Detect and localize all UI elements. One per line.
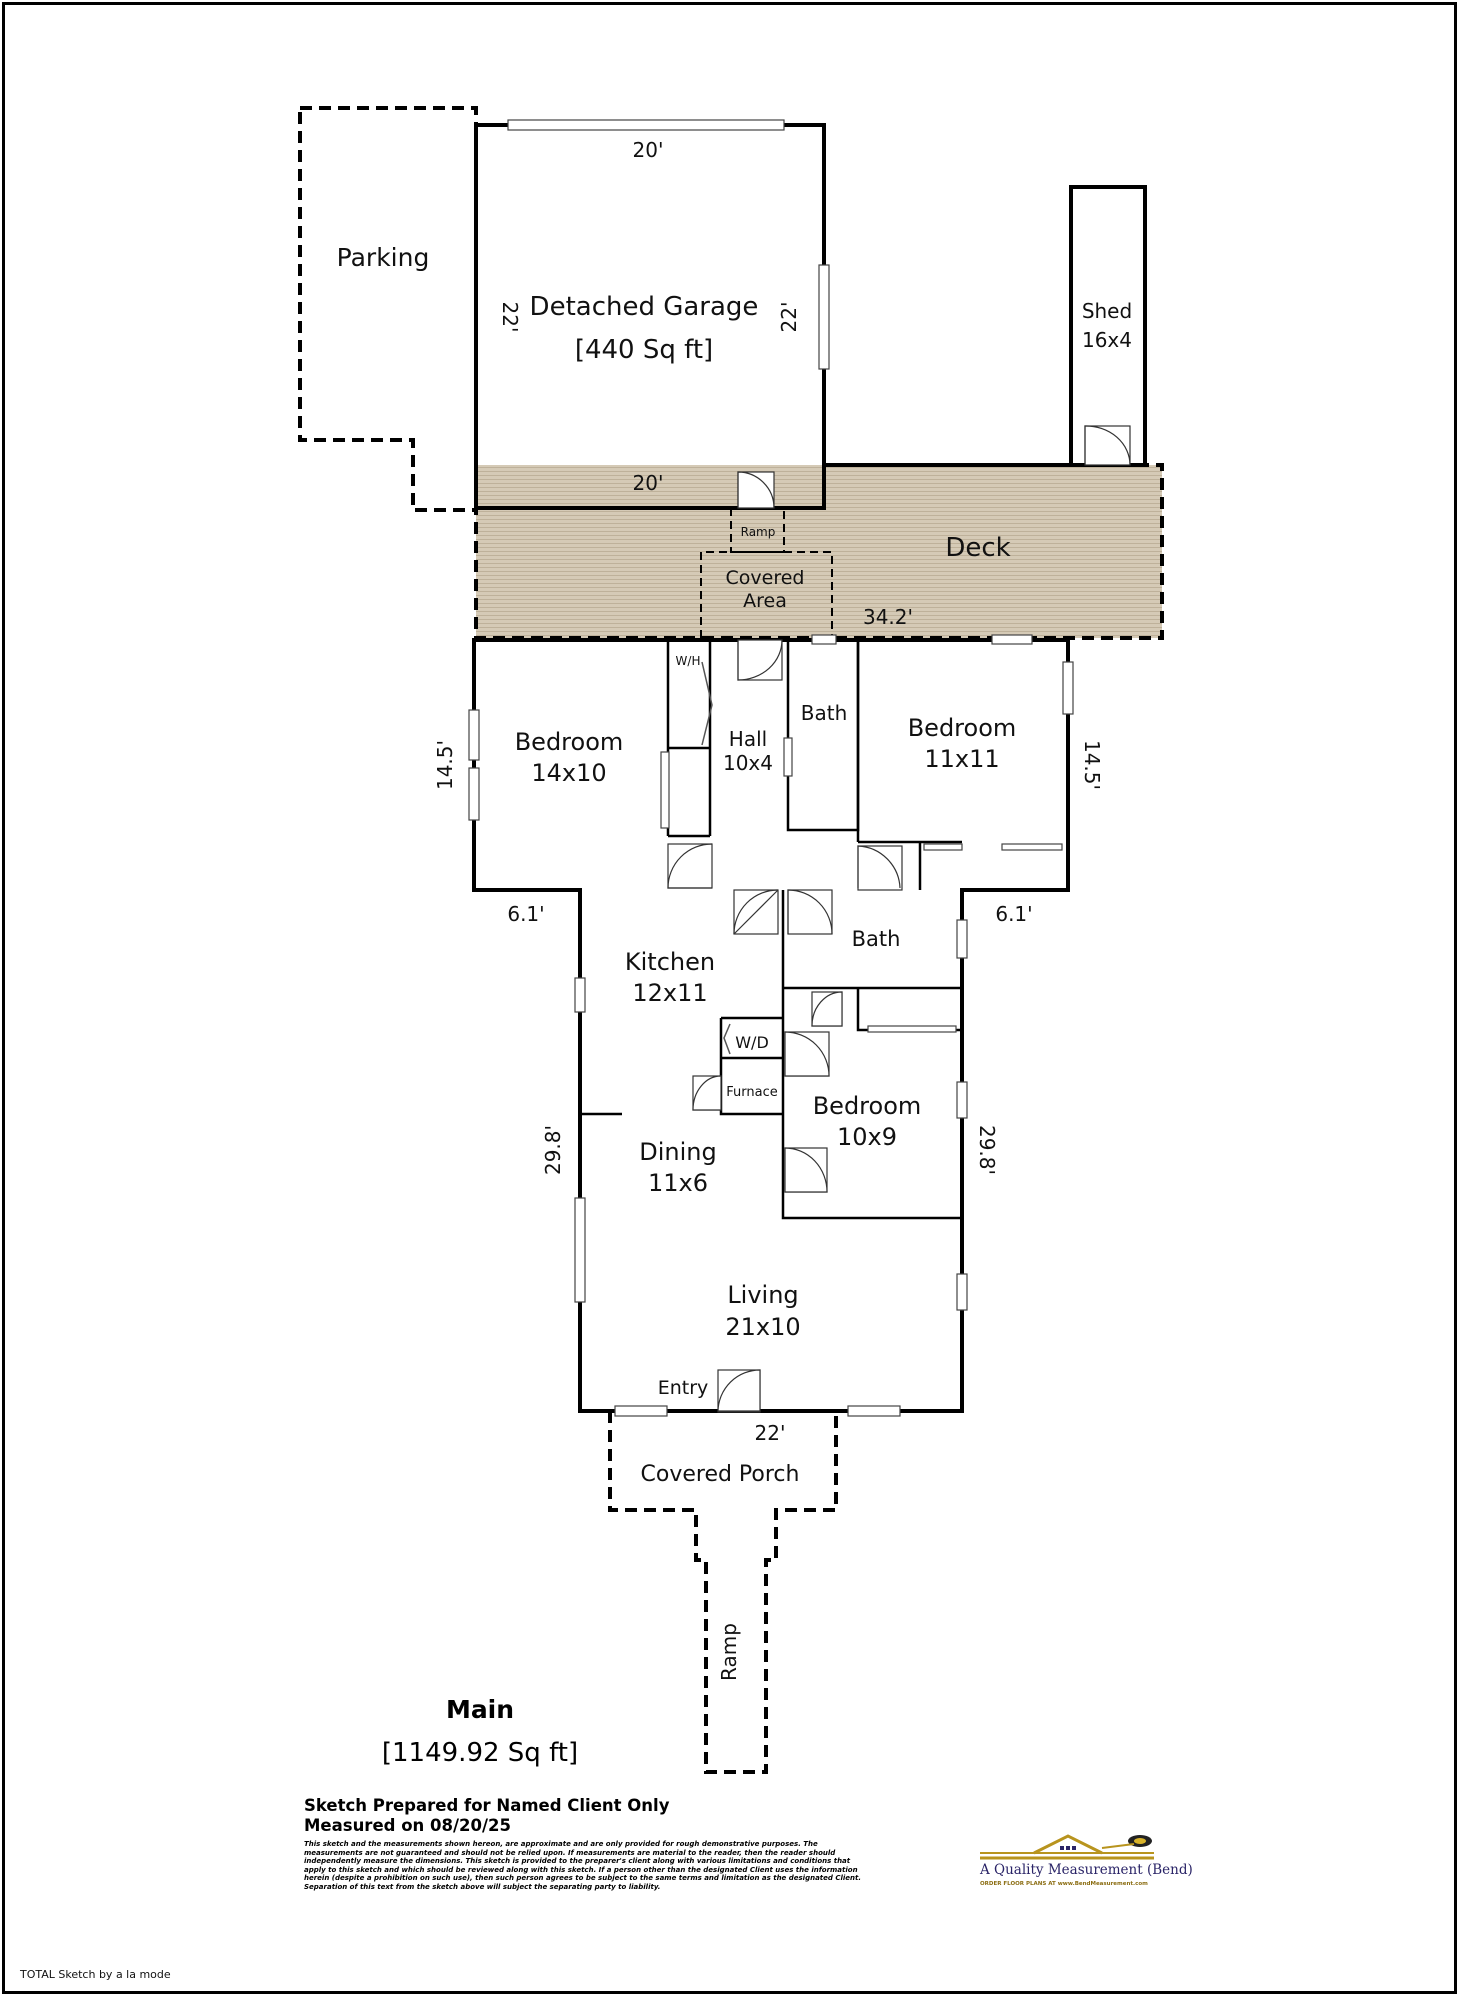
kitchen-size-label: 12x11 (632, 979, 707, 1007)
logo-company-name: A Quality Measurement (Bend) (980, 1862, 1193, 1878)
garage-door-window-top (507, 119, 785, 131)
dim-garage-right: 22' (777, 302, 801, 333)
bedroom-e-door-icon (857, 845, 903, 891)
deck-area (476, 465, 1162, 638)
bedroom-e-name-label: Bedroom (908, 714, 1017, 742)
bedroom-e-size-label: 11x11 (924, 745, 999, 773)
covered-porch-label: Covered Porch (641, 1462, 800, 1487)
entry-label: Entry (658, 1377, 709, 1399)
dim-garage-top: 20' (633, 138, 664, 162)
bedroom-s-door2-icon (784, 1147, 828, 1193)
shed-name-label: Shed (1082, 299, 1132, 323)
bedroom-w-name-label: Bedroom (515, 728, 624, 756)
shed-size-label: 16x4 (1082, 328, 1132, 352)
house-roof-icon (980, 1834, 1154, 1860)
dining-name-label: Dining (639, 1138, 716, 1166)
living-size-label: 21x10 (725, 1313, 800, 1341)
bedroom-w-door-icon (667, 843, 713, 889)
main-house-area (472, 638, 1070, 1413)
wh-bifold-icon (701, 661, 713, 746)
dim-house-left-upper: 14.5' (433, 740, 457, 790)
logo-tagline: ORDER FLOOR PLANS AT www.BendMeasurement… (980, 1881, 1148, 1887)
garage-door-icon (737, 471, 775, 509)
kitchen-name-label: Kitchen (625, 948, 715, 976)
door-icons (667, 639, 903, 1413)
wh-label: W/H (676, 654, 701, 668)
kitchen-door-icon (733, 889, 779, 935)
dim-garage-bottom: 20' (633, 471, 664, 495)
shed-area (1069, 185, 1147, 467)
shed-door-icon (1084, 425, 1131, 466)
ramp-top-outline (730, 508, 785, 553)
dim-house-bottom: 22' (755, 1421, 786, 1445)
covered-area-label-1: Covered (726, 567, 805, 589)
wd-label: W/D (735, 1033, 769, 1052)
covered-area-outline (700, 551, 833, 638)
floor-area: [1149.92 Sq ft] (381, 1738, 579, 1768)
hall-back-door-icon (737, 639, 783, 681)
bedroom-s-size-label: 10x9 (837, 1123, 897, 1151)
bedroom-w-size-label: 14x10 (531, 759, 606, 787)
bath-lower-label: Bath (852, 927, 901, 951)
dim-house-left-lower: 29.8' (541, 1125, 565, 1175)
ramp-bottom-label: Ramp (717, 1623, 741, 1681)
note-prepared-for: Sketch Prepared for Named Client Only (304, 1796, 670, 1815)
bath-upper-label: Bath (801, 701, 848, 725)
floor-summary: Main [1149.92 Sq ft] (300, 1695, 660, 1768)
dim-house-right-upper: 14.5' (1080, 740, 1104, 790)
covered-porch-area (608, 1411, 838, 1774)
parking-label: Parking (337, 243, 430, 272)
ramp-top-label: Ramp (741, 525, 776, 539)
bath-lower-door-icon (787, 889, 833, 935)
deck-label: Deck (945, 533, 1010, 563)
dim-house-right-lower: 29.8' (975, 1125, 999, 1175)
floor-name: Main (445, 1695, 515, 1724)
bedroom-s-name-label: Bedroom (813, 1092, 922, 1120)
dim-step-left: 6.1' (507, 902, 544, 926)
company-logo: A Quality Measurement (Bend) ORDER FLOOR… (978, 1832, 1193, 1894)
dim-garage-left: 22' (498, 302, 522, 333)
covered-area-label-2: Area (743, 590, 787, 612)
footer-credit: TOTAL Sketch by a la mode (20, 1968, 171, 1981)
living-name-label: Living (727, 1281, 798, 1309)
dim-step-right: 6.1' (995, 902, 1032, 926)
garage-area-label: [440 Sq ft] (575, 335, 713, 365)
furnace-door-icon (692, 1075, 722, 1111)
parking-area (298, 106, 478, 512)
deck-outline (474, 463, 1164, 640)
dim-deck-width: 34.2' (863, 605, 913, 629)
entry-door-icon (717, 1369, 761, 1413)
hall-name-label: Hall (729, 727, 767, 751)
closet-door-icon (811, 991, 843, 1027)
hall-size-label: 10x4 (723, 751, 773, 775)
note-measured-on: Measured on 08/20/25 (304, 1816, 511, 1835)
wd-bifold-icon (723, 1023, 731, 1055)
windows (468, 634, 1074, 1417)
dining-size-label: 11x6 (648, 1169, 708, 1197)
garage-window-right (818, 264, 830, 370)
bedroom-s-door-icon (784, 1031, 830, 1077)
furnace-label: Furnace (726, 1085, 777, 1100)
disclaimer-text: This sketch and the measurements shown h… (304, 1840, 862, 1891)
sketch-notes: Sketch Prepared for Named Client Only Me… (304, 1796, 874, 1892)
garage-name-label: Detached Garage (530, 292, 759, 322)
